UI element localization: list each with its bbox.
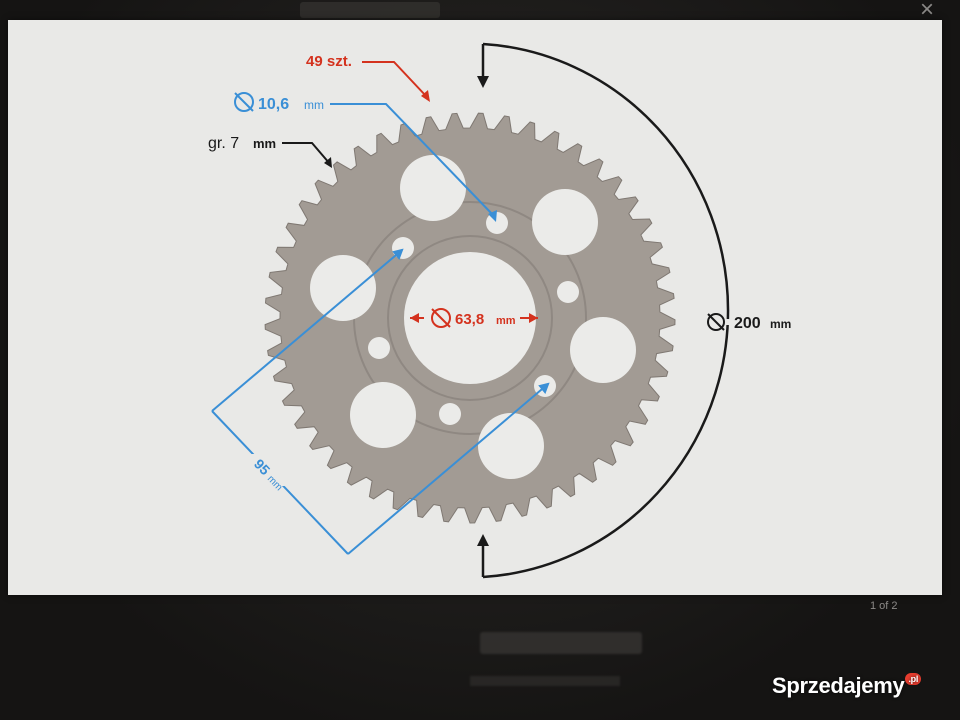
caption-blur <box>482 600 642 612</box>
outer-diameter-label: 200 mm <box>707 313 791 332</box>
watermark-text: Sprzedajemy <box>772 673 905 698</box>
lightening-hole <box>350 382 416 448</box>
center-bore-unit: mm <box>496 315 516 327</box>
bolt-hole <box>439 403 461 425</box>
diameter-symbol-icon <box>707 313 725 331</box>
outer-diameter-dimension <box>477 42 745 579</box>
center-bore-value: 63,8 <box>455 311 484 328</box>
hole-diameter-value: 10,6 <box>258 96 289 113</box>
lightening-hole <box>310 255 376 321</box>
page-counter: 1 of 2 <box>870 600 898 612</box>
lightening-hole <box>532 189 598 255</box>
bottom-button-blur <box>480 632 642 654</box>
sprzedajemy-watermark: Sprzedajemy.pl <box>772 673 922 699</box>
teeth-count-label: 49 szt. <box>306 53 352 70</box>
hub-ring-inner <box>387 235 553 401</box>
bolt-hole <box>557 281 579 303</box>
outer-diameter-value: 200 <box>734 315 761 332</box>
lightening-hole <box>400 155 466 221</box>
top-bar-blur <box>300 2 440 18</box>
diameter-symbol-icon <box>431 308 451 328</box>
center-bore-callout: 63,8 mm <box>410 304 538 332</box>
bolt-circle-callout <box>211 248 550 555</box>
bolt-hole <box>368 337 390 359</box>
hole-diameter-callout: 10,6 mm <box>234 92 497 222</box>
lightening-hole <box>570 317 636 383</box>
outer-diameter-unit: mm <box>770 317 791 331</box>
thickness-callout: gr. 7 mm <box>208 135 332 168</box>
teeth-count-callout: 49 szt. <box>306 53 430 102</box>
thickness-unit: mm <box>253 136 276 151</box>
watermark-suffix: .pl <box>905 673 922 685</box>
thickness-value: gr. 7 <box>208 135 239 152</box>
diameter-symbol-icon <box>234 92 254 112</box>
bolt-hole <box>486 212 508 234</box>
lightening-hole <box>478 413 544 479</box>
close-icon[interactable]: × <box>920 0 935 23</box>
bottom-text-blur <box>470 676 620 686</box>
hole-diameter-unit: mm <box>304 98 324 112</box>
